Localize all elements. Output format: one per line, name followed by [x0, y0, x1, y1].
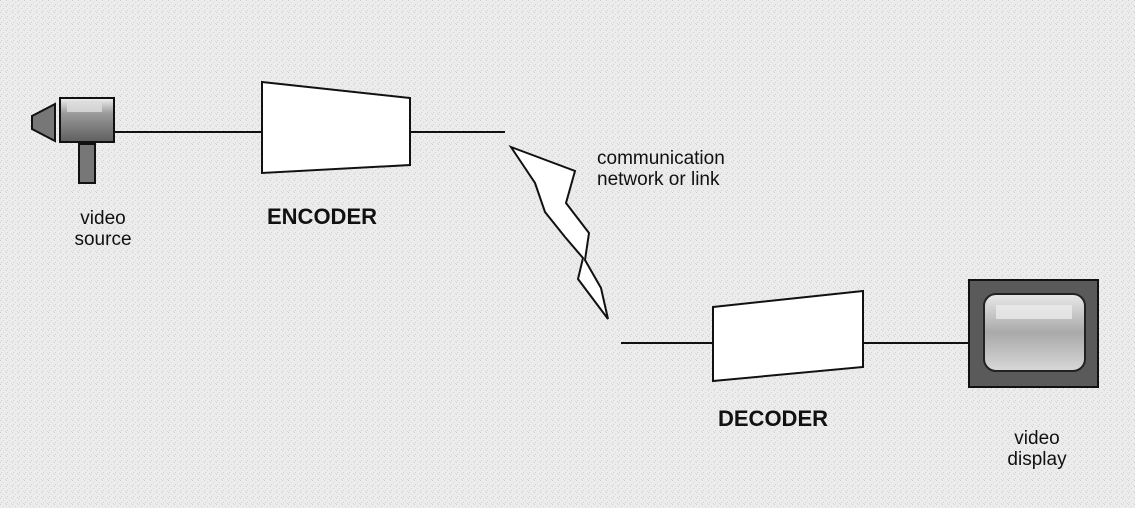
video-source-line-1: video — [80, 208, 126, 229]
network-line-2: network or link — [597, 169, 720, 191]
camera-icon — [31, 97, 115, 184]
network-line-1: communication — [597, 148, 725, 169]
decoder-box — [712, 289, 864, 383]
display-icon — [968, 279, 1099, 388]
encoder-label: ENCODER — [267, 204, 378, 229]
video-display-line-2: display — [1007, 449, 1067, 471]
decoder-label: DECODER — [718, 406, 829, 431]
video-display-line-1: video — [1014, 428, 1060, 449]
network-label: communication network or link — [597, 148, 725, 191]
lightning-link-icon — [508, 144, 609, 320]
video-display-label: video display — [992, 428, 1082, 471]
video-source-line-2: source — [74, 229, 132, 251]
encoder-box — [261, 80, 411, 175]
video-source-label: video source — [64, 208, 142, 251]
